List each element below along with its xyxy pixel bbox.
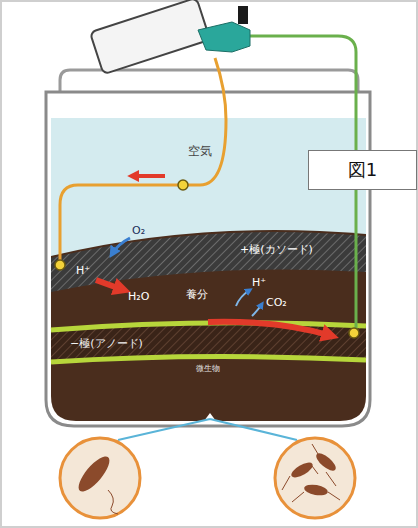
soil xyxy=(51,230,366,421)
meter xyxy=(90,0,210,74)
air-region: 空気 xyxy=(188,144,212,158)
chemical-label: O₂ xyxy=(132,224,145,237)
node-text: −極(アノード) xyxy=(70,337,143,350)
bacterium xyxy=(314,450,339,473)
bacterium xyxy=(289,460,315,481)
connector xyxy=(198,22,250,52)
chemical-label: H⁺ xyxy=(76,264,90,277)
zoom-circle xyxy=(60,438,140,518)
flagellum xyxy=(108,490,118,514)
cathode-hatch xyxy=(51,232,366,292)
bacterium xyxy=(303,483,328,497)
oxygen-arrow xyxy=(112,238,130,254)
bucket-body xyxy=(46,92,370,426)
microbe-label: 微生物 xyxy=(196,364,220,374)
reaction-arrow xyxy=(96,280,124,290)
knob xyxy=(238,6,248,24)
co2-arrow xyxy=(252,304,262,316)
cathode-wire xyxy=(60,58,226,262)
figure-box: 図1 xyxy=(308,150,417,190)
zoom-lines xyxy=(118,419,297,440)
node-text: 図1 xyxy=(348,159,377,181)
cathode-band: +極(カソード) xyxy=(240,243,313,256)
node-text: 空気 xyxy=(188,144,212,158)
terminal xyxy=(349,328,359,338)
anode-band: −極(アノード) xyxy=(70,337,143,350)
chemical-label: H⁺ xyxy=(252,276,266,289)
anode-hatch xyxy=(51,323,366,362)
node-text: +極(カソード) xyxy=(240,243,313,256)
pili xyxy=(282,444,340,502)
bacterium xyxy=(74,452,115,496)
chemical-label: H₂O xyxy=(128,290,149,303)
proton-arrow xyxy=(236,290,250,306)
terminal xyxy=(55,260,65,270)
nutrient-label: 養分 xyxy=(186,288,208,301)
terminal xyxy=(178,180,188,190)
anode-line xyxy=(51,356,366,362)
zoom-circle xyxy=(275,438,355,518)
current-arrow xyxy=(132,174,165,178)
electron-arrow xyxy=(208,322,332,336)
meter-body xyxy=(90,0,210,74)
chemical-label: CO₂ xyxy=(266,296,287,309)
